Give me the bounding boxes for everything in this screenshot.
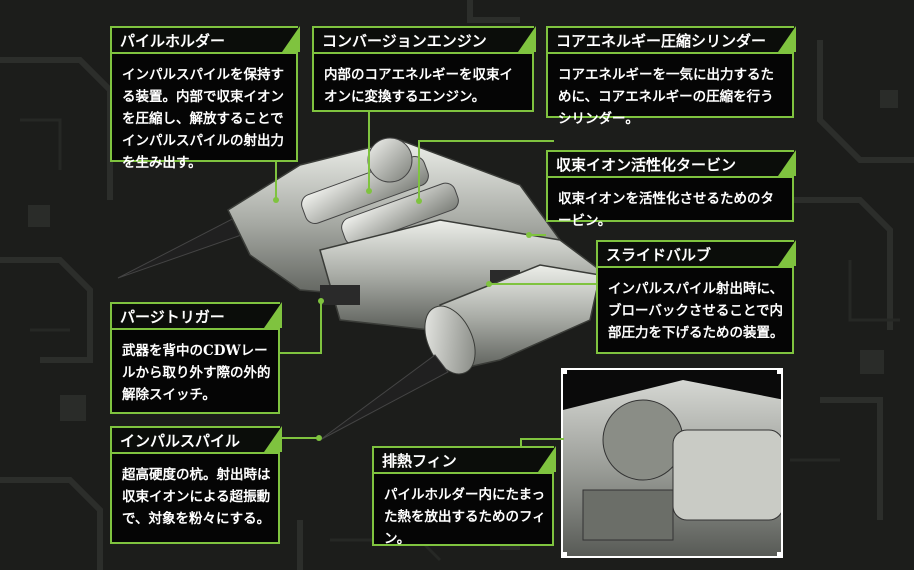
header-tab bbox=[264, 426, 282, 452]
callout-header: コンバージョンエンジン bbox=[314, 26, 536, 54]
callout-title: 排熱フィン bbox=[382, 452, 457, 470]
callout-title: 収束イオン活性化タービン bbox=[556, 156, 737, 174]
leader-dot bbox=[316, 435, 322, 441]
leader-line bbox=[490, 283, 598, 285]
leader-dot bbox=[273, 197, 279, 203]
callout-body: インパルスパイルを保持する装置。内部で収束イオンを圧縮し、解放することでインパル… bbox=[122, 67, 284, 171]
corner-marker bbox=[563, 552, 567, 556]
closeup-illustration bbox=[563, 370, 781, 556]
header-tab bbox=[518, 26, 536, 52]
callout-conversion-engine: コンバージョンエンジン 内部のコアエネルギーを収束イオンに変換するエンジン。 bbox=[312, 26, 536, 112]
callout-header: 排熱フィン bbox=[374, 446, 556, 474]
callout-body: 収束イオンを活性化させるためのタービン。 bbox=[558, 191, 774, 229]
header-tab bbox=[538, 446, 556, 472]
callout-title: インパルスパイル bbox=[120, 432, 241, 450]
callout-header: スライドバルブ bbox=[598, 240, 796, 268]
callout-compression-cylinder: コアエネルギー圧縮シリンダー コアエネルギーを一気に出力するために、コアエネルギ… bbox=[546, 26, 796, 127]
leader-dot bbox=[366, 188, 372, 194]
callout-purge-trigger: パージトリガー 武器を背中のCDWレールから取り外す際の外的解除スイッチ。 bbox=[110, 302, 282, 414]
corner-marker bbox=[563, 370, 567, 374]
leader-line bbox=[368, 110, 370, 190]
cooling-fin-closeup bbox=[561, 368, 783, 558]
callout-activation-turbine: 収束イオン活性化タービン 収束イオンを活性化させるためのタービン。 bbox=[546, 150, 796, 229]
callout-title: パージトリガー bbox=[120, 308, 225, 326]
callout-slide-valve: スライドバルブ インパルスパイル射出時に、ブローバックさせることで内部圧力を下げ… bbox=[596, 240, 796, 354]
leader-line bbox=[275, 158, 277, 200]
callout-header: インパルスパイル bbox=[112, 426, 282, 454]
leader-line bbox=[320, 300, 322, 354]
header-tab bbox=[778, 26, 796, 52]
header-tab bbox=[778, 240, 796, 266]
callout-title: パイルホルダー bbox=[120, 32, 226, 50]
callout-title: コンバージョンエンジン bbox=[322, 32, 487, 50]
leader-line bbox=[530, 234, 546, 236]
callout-title: スライドバルブ bbox=[606, 246, 712, 264]
callout-impulse-pile: インパルスパイル 超高硬度の杭。射出時は収束イオンによる超振動で、対象を粉々にす… bbox=[110, 426, 282, 544]
callout-header: パイルホルダー bbox=[112, 26, 300, 54]
leader-line bbox=[418, 140, 420, 200]
corner-marker bbox=[777, 552, 781, 556]
leader-line bbox=[520, 438, 564, 440]
callout-header: 収束イオン活性化タービン bbox=[548, 150, 796, 178]
leader-dot bbox=[416, 198, 422, 204]
callout-header: パージトリガー bbox=[112, 302, 282, 330]
leader-line bbox=[278, 437, 320, 439]
callout-header: コアエネルギー圧縮シリンダー bbox=[548, 26, 796, 54]
header-tab bbox=[264, 302, 282, 328]
callout-body: 武器を背中のCDWレールから取り外す際の外的解除スイッチ。 bbox=[122, 343, 271, 403]
callout-body: インパルスパイル射出時に、ブローバックさせることで内部圧力を下げるための装置。 bbox=[608, 281, 784, 341]
leader-line bbox=[418, 140, 554, 142]
callout-body: 超高硬度の杭。射出時は収束イオンによる超振動で、対象を粉々にする。 bbox=[122, 467, 271, 527]
header-tab bbox=[282, 26, 300, 52]
callout-cooling-fin: 排熱フィン パイルホルダー内にたまった熱を放出するためのフィン。 bbox=[372, 446, 556, 547]
callout-title: コアエネルギー圧縮シリンダー bbox=[556, 32, 767, 50]
callout-body: 内部のコアエネルギーを収束イオンに変換するエンジン。 bbox=[324, 67, 513, 105]
callout-pile-holder: パイルホルダー インパルスパイルを保持する装置。内部で収束イオンを圧縮し、解放す… bbox=[110, 26, 300, 171]
corner-marker bbox=[777, 370, 781, 374]
leader-dot bbox=[318, 298, 324, 304]
callout-body: コアエネルギーを一気に出力するために、コアエネルギーの圧縮を行うシリンダー。 bbox=[558, 67, 774, 127]
callout-body: パイルホルダー内にたまった熱を放出するためのフィン。 bbox=[384, 487, 546, 547]
leader-dot bbox=[486, 281, 492, 287]
header-tab bbox=[778, 150, 796, 176]
leader-dot bbox=[526, 232, 532, 238]
leader-line bbox=[278, 352, 322, 354]
